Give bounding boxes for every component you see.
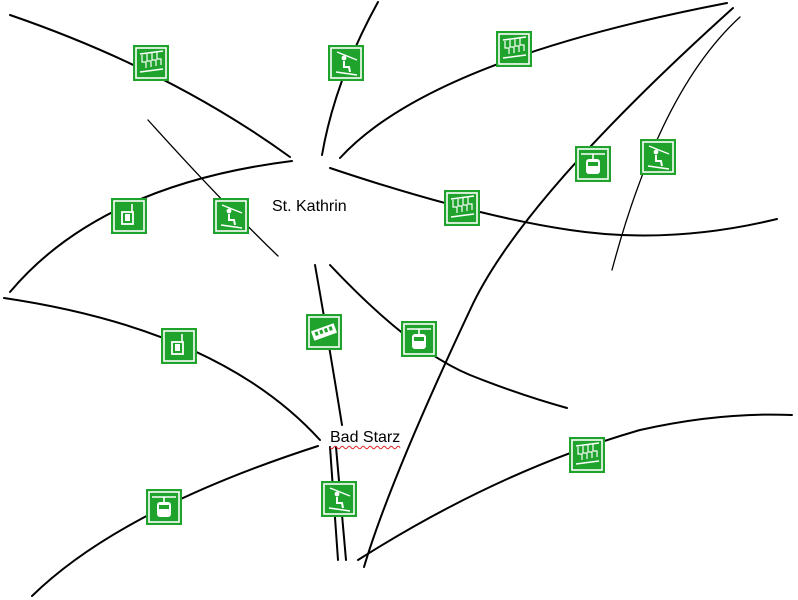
surface-lift-icon[interactable] [328, 45, 364, 81]
seat-lift-icon[interactable] [161, 328, 197, 364]
lift-line [3, 297, 321, 441]
chairlift-icon[interactable] [496, 31, 532, 67]
lift-line [329, 264, 568, 409]
chairlift-icon[interactable] [133, 45, 169, 81]
place-label-bad-starz: Bad Starz [330, 429, 400, 447]
lift-line [363, 7, 734, 568]
lift-line [9, 160, 293, 293]
lift-signs [111, 31, 676, 525]
chairlift-icon[interactable] [569, 437, 605, 473]
surface-lift-icon[interactable] [213, 198, 249, 234]
gondola-icon[interactable] [146, 489, 182, 525]
gondola-icon[interactable] [401, 321, 437, 357]
gondola-icon[interactable] [575, 146, 611, 182]
surface-lift-icon[interactable] [640, 139, 676, 175]
lift-lines [3, 1, 793, 597]
lift-line [9, 14, 291, 158]
place-label-bad-starz-text: Bad Starz [330, 429, 401, 446]
chairlift-icon[interactable] [444, 190, 480, 226]
seat-lift-icon[interactable] [111, 198, 147, 234]
surface-lift-icon[interactable] [321, 481, 357, 517]
lift-line [357, 413, 793, 561]
lift-line [339, 2, 728, 159]
place-label-st-kathrin: St. Kathrin [272, 198, 347, 215]
funicular-icon[interactable] [306, 314, 342, 350]
lift-line [329, 167, 778, 237]
lift-line [147, 119, 279, 257]
lift-line [611, 16, 741, 271]
